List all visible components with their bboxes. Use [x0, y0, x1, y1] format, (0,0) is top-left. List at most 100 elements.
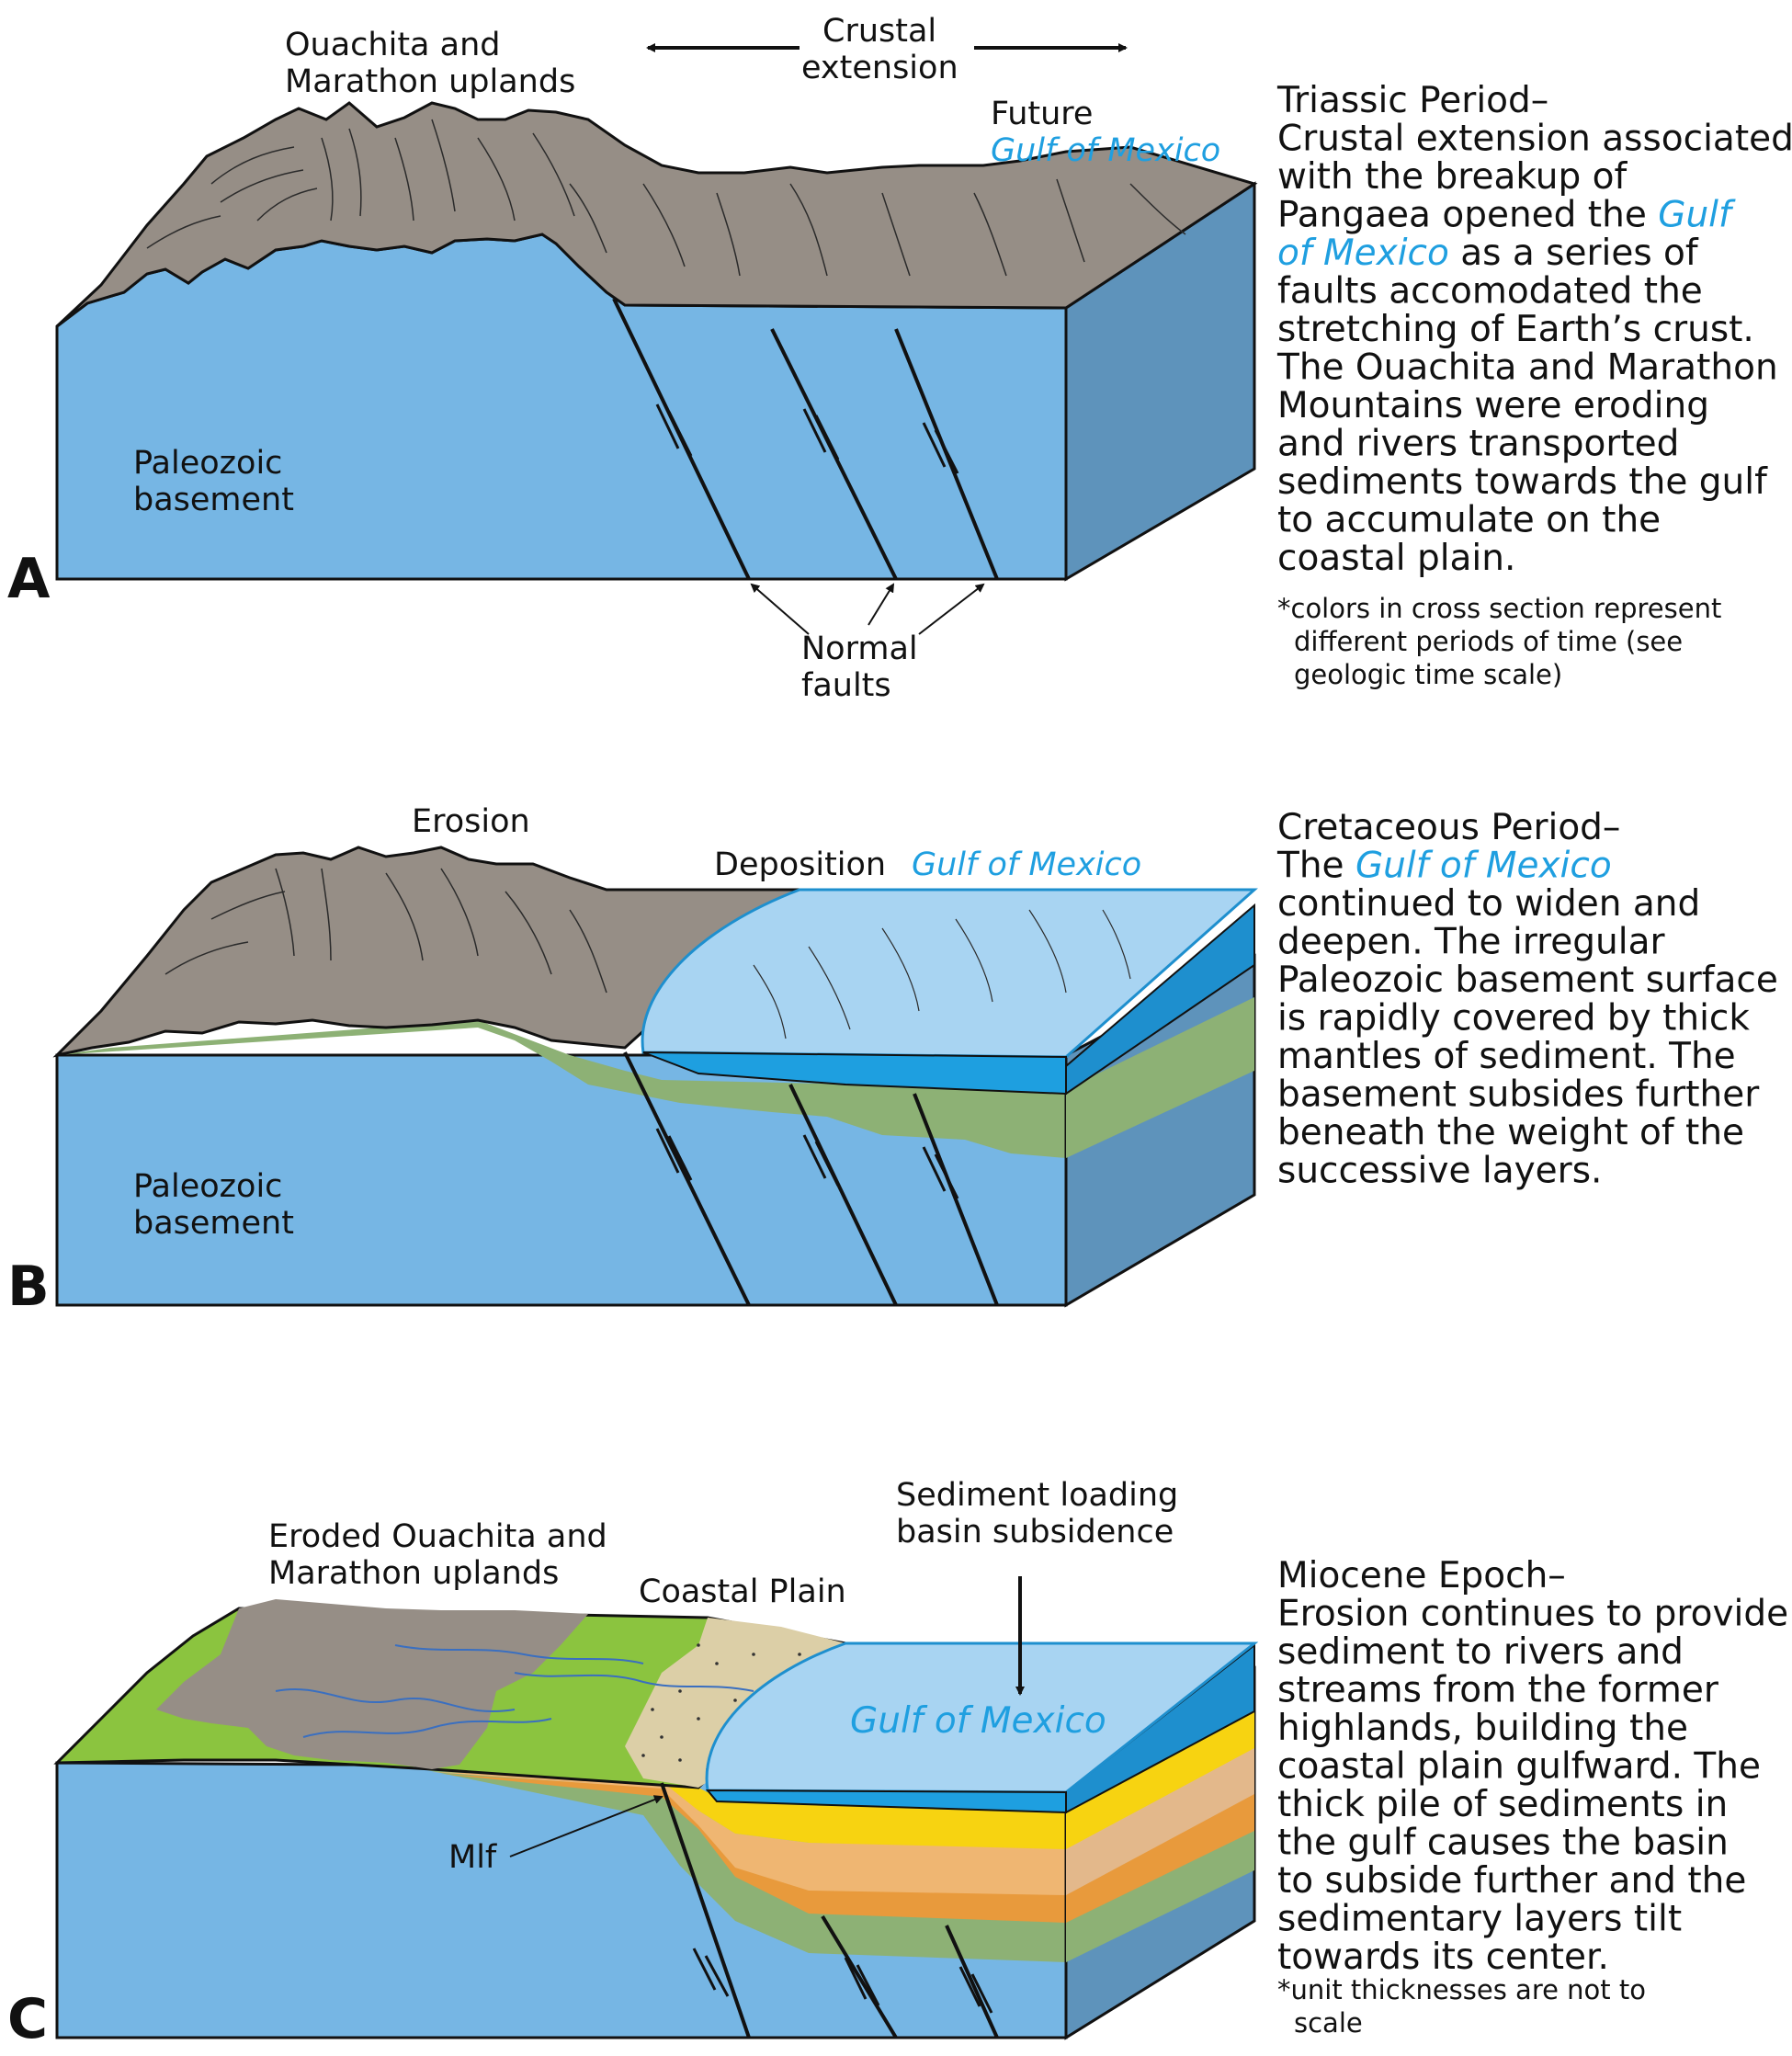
caption-text: sediment to rivers and [1277, 1631, 1684, 1673]
caption-line: of Mexico as a series of [1277, 233, 1699, 274]
labels-layer: A B C Ouachita and Marathon uplands Crus… [7, 13, 1220, 2051]
caption-text: to accumulate on the [1277, 500, 1661, 541]
caption-line: stretching of Earth’s crust. [1277, 309, 1754, 350]
uplands-label-line1: Ouachita and [285, 27, 500, 63]
caption-line: thick pile of sediments in [1277, 1784, 1728, 1825]
faults-label-line1: Normal [801, 630, 918, 667]
fault-pointer-2 [868, 583, 895, 626]
panel-c-orange-layer [441, 1774, 1066, 1923]
panel-b-uplands-texture [164, 868, 607, 994]
fault-pointer-1 [750, 583, 810, 635]
caption-line: Crustal extension associated [1277, 119, 1792, 160]
panel-a-block [55, 43, 1258, 635]
caption-text: Mountains were eroding [1277, 385, 1709, 426]
panel-c-fault-arrows [692, 1948, 993, 2014]
caption-text: sediments towards the gulf [1277, 461, 1768, 503]
panel-c-rivers [275, 1644, 754, 1738]
caption-text: is rapidly covered by thick [1277, 998, 1750, 1039]
panel-b-water-texture [753, 909, 1131, 1039]
caption-line: coastal plain. [1277, 538, 1515, 579]
caption-note-line: *colors in cross section represent [1277, 593, 1721, 624]
panel-c-side-green [1066, 1829, 1254, 1962]
caption-text: as a series of [1449, 233, 1699, 274]
panel-b-block [52, 846, 1258, 1308]
caption-text: coastal plain. [1277, 538, 1515, 579]
caption-line: deepen. The irregular [1277, 922, 1666, 963]
caption-note-line: different periods of time (see [1294, 626, 1683, 657]
loading-label-line2: basin subsidence [896, 1514, 1174, 1551]
caption-highlight: Gulf of Mexico [1355, 846, 1612, 887]
panel-b-green-layer-front [57, 1020, 1066, 1158]
panel-a-basement-line1: Paleozoic [133, 445, 282, 482]
caption-line: highlands, building the [1277, 1708, 1688, 1749]
mlf-pointer [509, 1795, 663, 1857]
caption-line: streams from the former [1277, 1670, 1719, 1711]
loading-label-line1: Sediment loading [896, 1477, 1178, 1514]
caption-text: Paleozoic basement surface [1277, 960, 1778, 1001]
caption-line: Pangaea opened the Gulf [1277, 195, 1736, 236]
caption-text: deepen. The irregular [1277, 922, 1666, 963]
caption-line: faults accomodated the [1277, 271, 1703, 312]
panel-c-yellow-layer [432, 1769, 1066, 1849]
panel-c-block [53, 1576, 1259, 2040]
caption-line: sediment to rivers and [1277, 1631, 1684, 1673]
panel-b-basement-line1: Paleozoic [133, 1168, 282, 1205]
caption-text: to subside further and the [1277, 1860, 1746, 1902]
panel-b-faults [623, 1051, 999, 1306]
caption-highlight: Gulf [1658, 195, 1736, 236]
caption-text: Cretaceous Period– [1277, 807, 1620, 848]
caption-text: Crustal extension associated [1277, 119, 1792, 160]
caption-text: stretching of Earth’s crust. [1277, 309, 1754, 350]
panel-b-uplands-surface [52, 846, 803, 1058]
caption-text: basement subsides further [1277, 1074, 1760, 1116]
caption-text: the gulf causes the basin [1277, 1823, 1729, 1864]
coastal-plain-label: Coastal Plain [639, 1573, 846, 1610]
caption-line: The Ouachita and Marathon [1276, 347, 1778, 389]
panel-b-letter: B [7, 1255, 50, 1319]
caption-text: continued to widen and [1277, 883, 1700, 925]
panel-b-fault-arrows [655, 1128, 959, 1199]
caption-note-line: scale [1294, 2007, 1363, 2039]
caption-line: and rivers transported [1277, 424, 1679, 465]
panel-c-letter: C [7, 1987, 48, 2051]
caption-text: beneath the weight of the [1277, 1112, 1744, 1153]
caption-text: Triassic Period– [1276, 80, 1548, 121]
panel-c-gulf-edge [705, 1789, 1067, 1814]
caption-line: Erosion continues to provide [1277, 1594, 1788, 1635]
caption-text: The [1276, 846, 1355, 887]
panel-c-sand [625, 1618, 845, 1788]
caption-line: with the breakup of [1277, 156, 1628, 198]
caption-line: successive layers. [1277, 1151, 1602, 1192]
erosion-label: Erosion [412, 803, 530, 840]
caption-line: coastal plain gulfward. The [1277, 1746, 1761, 1788]
caption-line: basement subsides further [1277, 1074, 1760, 1116]
panel-a-basement-line2: basement [133, 482, 294, 518]
caption-line: to accumulate on the [1277, 500, 1661, 541]
caption-text: Erosion continues to provide [1277, 1594, 1788, 1635]
faults-label-line2: faults [801, 667, 891, 704]
caption-text: mantles of sediment. The [1277, 1036, 1736, 1077]
caption-text: with the breakup of [1277, 156, 1628, 198]
panel-c-faults [660, 1782, 999, 2039]
caption-line: Paleozoic basement surface [1277, 960, 1778, 1001]
extension-label-line2: extension [801, 50, 958, 86]
panel-c-side-orange [1066, 1792, 1254, 1923]
caption-line: beneath the weight of the [1277, 1112, 1744, 1153]
deposition-label: Deposition [714, 846, 886, 883]
panel-c-side-yellow [1066, 1710, 1254, 1849]
extension-label-line1: Crustal [822, 13, 936, 50]
caption-line: continued to widen and [1277, 883, 1700, 925]
future-gulf-label: Gulf of Mexico [991, 132, 1220, 169]
panel-b-gulf-edge [642, 1051, 1067, 1096]
caption-note-line: *unit thicknesses are not to [1277, 1974, 1646, 2005]
caption-line: Miocene Epoch– [1277, 1555, 1566, 1596]
eroded-uplands-line1: Eroded Ouachita and [268, 1518, 607, 1555]
caption-text: streams from the former [1277, 1670, 1719, 1711]
panel-b-basement-line2: basement [133, 1205, 294, 1242]
caption-line: Triassic Period– [1276, 80, 1548, 121]
caption-note-line: geologic time scale) [1294, 659, 1562, 690]
panel-a-caption: Triassic Period–Crustal extension associ… [1276, 80, 1792, 690]
caption-text: Pangaea opened the [1277, 195, 1658, 236]
panel-c-caption: Miocene Epoch–Erosion continues to provi… [1277, 1555, 1788, 2039]
